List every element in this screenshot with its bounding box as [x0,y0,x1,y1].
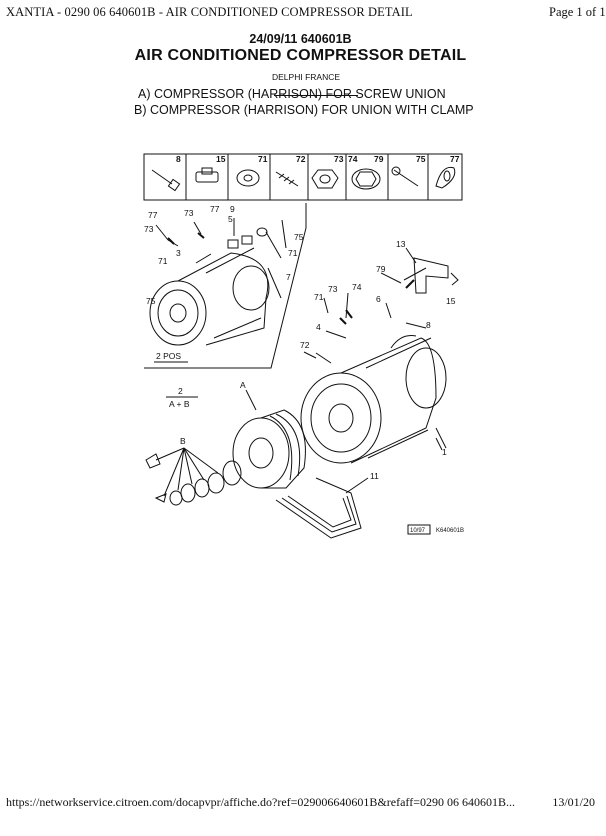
page-title: XANTIA - 0290 06 640601B - AIR CONDITION… [6,5,413,19]
strip-label-73: 73 [334,154,344,164]
document-title: AIR CONDITIONED COMPRESSOR DETAIL [134,47,467,64]
parts-strip [143,153,463,201]
callout-13: 13 [396,239,406,249]
callout-71-main: 71 [314,292,324,302]
strip-label-72: 72 [296,154,306,164]
callout-79: 79 [376,264,386,274]
callout-74: 74 [352,282,362,292]
long-bolt-icon [391,166,419,187]
callout-4: 4 [316,322,321,332]
callout-9: 9 [230,204,235,214]
callout-8: 8 [426,320,431,330]
strip-label-71: 71 [258,154,268,164]
callout-B: B [180,436,186,446]
page-number: Page 1 of 1 [549,5,606,19]
strip-label-75: 75 [416,154,426,164]
compressor-a-drawing [300,335,447,464]
callout-7: 7 [286,272,291,282]
callout-A: A [240,380,246,390]
inset-label: 2 POS [156,351,181,361]
callout-72: 72 [300,340,310,350]
callout-73-top: 73 [184,208,194,218]
strikethrough-mark [274,95,358,96]
callout-15: 15 [446,296,456,306]
clamp-icon [195,167,219,183]
nut-icon [311,169,339,189]
date-stamp: 10/97 [410,528,426,534]
drive-belt-drawing [275,477,362,539]
strip-label-74: 74 [348,154,358,164]
screw-icon [275,171,299,187]
callout-5: 5 [228,214,233,224]
strip-label-77: 77 [450,154,460,164]
callout-75-right: 75 [294,232,304,242]
gasket-icon [435,166,456,189]
washer-icon [236,169,260,187]
manufacturer-label: DELPHI FRANCE [272,72,341,82]
strip-label-8: 8 [176,154,181,164]
callout-71-inset: 71 [288,248,298,258]
callout-11: 11 [370,471,379,481]
bracket-drawing [403,257,459,294]
callout-73-main: 73 [328,284,338,294]
footer-url[interactable]: https://networkservice.citroen.com/docap… [6,795,515,809]
callout-71-left: 71 [158,256,168,266]
callout-77-top: 77 [210,204,220,214]
strip-label-15: 15 [216,154,226,164]
inset-compressor-drawing [149,227,270,346]
parts-diagram: 8 15 71 72 73 74 79 75 77 77 73 73 77 5 … [143,153,464,539]
date-stamp-box [407,524,431,535]
callout-73-left: 73 [144,224,154,234]
strip-label-79: 79 [374,154,384,164]
callout-1: 1 [442,447,447,457]
clutch-pulley-drawing [232,409,306,489]
fraction-top: 2 [178,386,183,396]
fraction-bottom: A + B [169,399,190,409]
footer-date: 13/01/20 [552,795,595,809]
hardware-markers [167,232,415,325]
date-reference: 24/09/11 640601B [249,32,352,46]
callout-75-left: 75 [146,296,156,306]
callout-77-left: 77 [148,210,158,220]
reference-code: K640601B [436,528,464,534]
callout-6: 6 [376,294,381,304]
inset-frame [144,203,307,369]
variant-a-description: A) COMPRESSOR (HARRISON) FOR SCREW UNION [138,87,446,101]
kit-b-drawing [145,447,242,506]
flange-nut-icon [351,168,381,190]
bolt-icon [151,169,181,192]
leader-lines [155,218,443,494]
callout-3: 3 [176,248,181,258]
variant-b-description: B) COMPRESSOR (HARRISON) FOR UNION WITH … [134,103,474,117]
